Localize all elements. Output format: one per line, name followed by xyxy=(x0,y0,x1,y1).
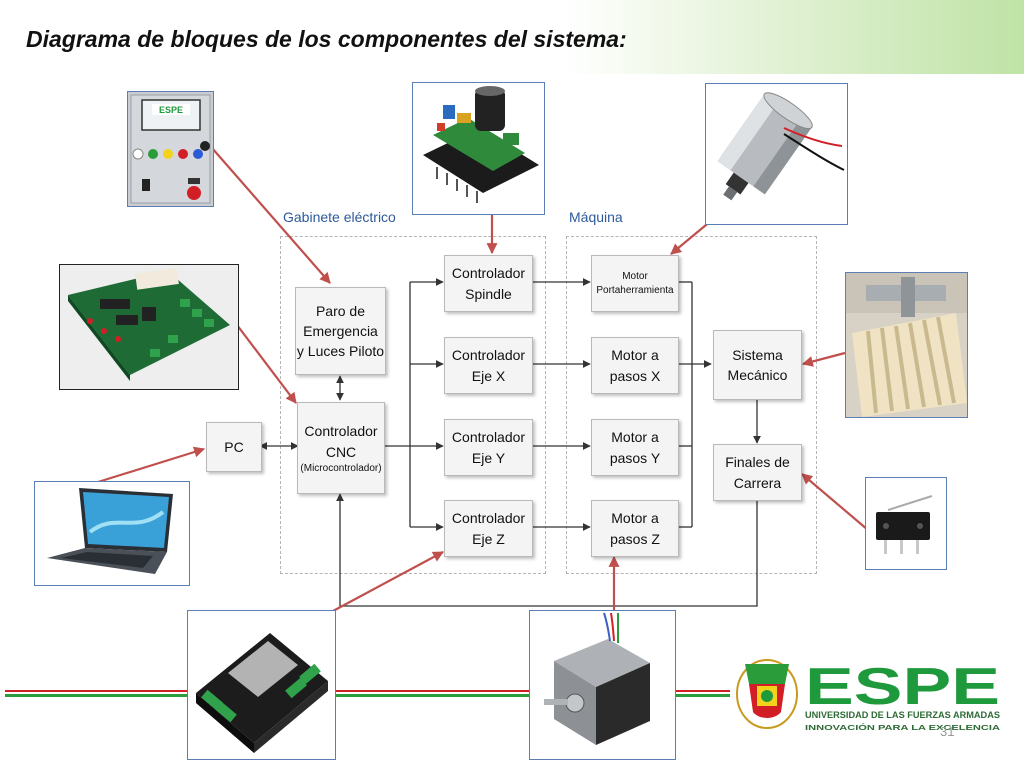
arrow-machine-sistema xyxy=(801,351,846,367)
stepper-driver-photo xyxy=(187,610,336,760)
block-motor-z: Motor a pasos Z xyxy=(591,500,679,557)
ejex-line1: Controlador xyxy=(451,347,526,364)
paro-line3: y Luces Piloto xyxy=(296,343,385,360)
motor-port-line1: Motor xyxy=(622,270,648,282)
spindle-driver-photo xyxy=(412,82,545,215)
motorz-line1: Motor a xyxy=(611,510,659,527)
block-controlador-eje-x: Controlador Eje X xyxy=(444,337,533,394)
ejey-line1: Controlador xyxy=(451,429,526,446)
motory-line2: pasos Y xyxy=(609,449,661,466)
title-band xyxy=(0,0,1024,74)
motorz-line2: pasos Z xyxy=(610,530,660,547)
logo-university: UNIVERSIDAD DE LAS FUERZAS ARMADAS xyxy=(805,710,1000,721)
block-motor-x: Motor a pasos X xyxy=(591,337,679,394)
arrow-spindlemotor-motor xyxy=(670,219,713,255)
cnc-line2: CNC xyxy=(325,443,357,460)
block-paro-emergencia: Paro de Emergencia y Luces Piloto xyxy=(295,287,386,375)
region-label-maquina: Máquina xyxy=(569,209,623,225)
ejez-line1: Controlador xyxy=(451,510,526,527)
region-label-gabinete: Gabinete eléctrico xyxy=(283,209,396,225)
block-controlador-eje-z: Controlador Eje Z xyxy=(444,500,533,557)
logo-motto: INNOVACIÓN PARA LA EXCELENCIA xyxy=(805,723,1000,732)
limit-switch-photo xyxy=(865,477,947,570)
block-controlador-eje-y: Controlador Eje Y xyxy=(444,419,533,476)
finales-line1: Finales de xyxy=(725,454,790,471)
region-gabinete xyxy=(280,236,546,574)
finales-feedback xyxy=(336,493,758,607)
block-motor-y: Motor a pasos Y xyxy=(591,419,679,476)
page-number: 31 xyxy=(940,724,955,739)
espe-logo: ESPE UNIVERSIDAD DE LAS FUERZAS ARMADAS … xyxy=(735,656,1005,736)
ejey-line2: Eje Y xyxy=(471,449,506,466)
block-pc: PC xyxy=(206,422,262,472)
arrow-panel-paro xyxy=(211,147,331,284)
arrow-switch-finales xyxy=(801,473,869,531)
block-finales-carrera: Finales de Carrera xyxy=(713,444,802,501)
ejez-line2: Eje Z xyxy=(472,530,505,547)
block-motor-portaherramienta: Motor Portaherramienta xyxy=(591,255,679,312)
motorx-line2: pasos X xyxy=(609,367,661,384)
slide-title: Diagrama de bloques de los componentes d… xyxy=(26,26,627,52)
paro-line1: Paro de xyxy=(315,302,366,319)
university-seal-icon xyxy=(736,659,798,729)
motor-port-line2: Portaherramienta xyxy=(596,284,674,296)
motory-line1: Motor a xyxy=(611,429,659,446)
block-controlador-cnc: Controlador CNC (Microcontrolador) xyxy=(297,402,385,494)
motorx-line1: Motor a xyxy=(611,347,659,364)
spindle-motor-photo xyxy=(705,83,848,225)
cnc-machine-photo xyxy=(845,272,968,418)
block-controlador-spindle: Controlador Spindle xyxy=(444,255,533,312)
arrow-stepperdriver-ejez xyxy=(332,551,444,612)
arrow-laptop-pc xyxy=(97,446,206,484)
spindle-line2: Spindle xyxy=(465,285,512,302)
logo-brand: ESPE xyxy=(805,658,1000,716)
stepper-motor-photo xyxy=(529,610,676,760)
arrow-board-cnc xyxy=(236,324,297,404)
control-panel-photo: ESPE xyxy=(127,91,214,207)
panel-brand: ESPE xyxy=(159,105,183,115)
laptop-photo xyxy=(34,481,190,586)
controller-board-photo xyxy=(59,264,239,390)
sistema-line1: Sistema xyxy=(732,346,783,363)
spindle-line1: Controlador xyxy=(451,265,526,282)
sistema-line2: Mecánico xyxy=(727,367,788,383)
ejex-line2: Eje X xyxy=(471,367,506,384)
cnc-line1: Controlador xyxy=(304,423,378,440)
paro-line2: Emergencia xyxy=(303,322,378,339)
cnc-line3: (Microcontrolador) xyxy=(300,462,382,474)
finales-line2: Carrera xyxy=(733,474,782,491)
block-pc-label: PC xyxy=(224,438,244,455)
block-sistema-mecanico: Sistema Mecánico xyxy=(713,330,802,400)
